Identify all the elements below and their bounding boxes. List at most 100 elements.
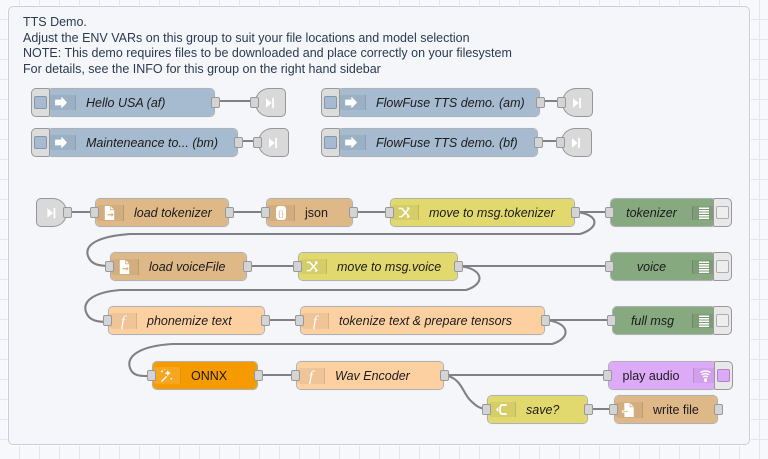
node-wav-encoder[interactable]: f Wav Encoder [291,361,449,390]
output-port[interactable] [584,404,593,415]
file-out-icon [615,401,643,418]
link-out-icon [265,97,274,108]
inject-trigger-button[interactable] [31,128,50,157]
node-label: write file [653,402,699,417]
input-port[interactable] [557,97,566,108]
output-port[interactable] [714,404,723,415]
node-label: Mainteneance to... (bm) [86,135,219,150]
speaker-waves-icon [693,368,716,383]
input-port[interactable] [385,207,394,218]
node-onnx[interactable]: ONNX [147,361,263,390]
output-port[interactable] [536,97,545,108]
arrow-right-icon [338,95,366,110]
input-port[interactable] [609,404,618,415]
node-move-to-msg-tokenizer[interactable]: move to msg.tokenizer [385,198,580,227]
input-port[interactable] [250,97,259,108]
node-label: json [305,205,328,220]
debug-toggle-button[interactable] [713,198,732,227]
input-port[interactable] [261,207,270,218]
node-label: voice [636,259,667,274]
input-port[interactable] [291,370,300,381]
input-port[interactable] [103,315,112,326]
node-link-out-3[interactable] [557,88,593,117]
node-load-tokenizer[interactable]: load tokenizer [90,198,234,227]
output-port[interactable] [541,315,550,326]
node-inject-hello-usa[interactable]: Hello USA (af) [31,88,220,117]
output-port[interactable] [225,207,234,218]
output-port[interactable] [349,207,358,218]
node-label: phonemize text [147,313,232,328]
input-port[interactable] [556,137,565,148]
node-inject-maintenance[interactable]: Mainteneance to... (bm) [31,128,243,157]
inject-trigger-button[interactable] [321,88,340,117]
output-port[interactable] [234,137,243,148]
function-f-icon: f [297,367,325,384]
output-port[interactable] [440,370,449,381]
node-link-out-1[interactable] [250,88,286,117]
svg-text:{}: {} [278,208,284,218]
inject-button-glyph [324,136,337,149]
link-out-icon [572,97,581,108]
node-inject-demo-bf[interactable]: FlowFuse TTS demo. (bf) [321,128,543,157]
input-port[interactable] [293,261,302,272]
input-port[interactable] [147,370,156,381]
node-load-voicefile[interactable]: load voiceFile [105,252,252,281]
input-port[interactable] [482,404,491,415]
arrow-right-icon [48,135,76,150]
output-port[interactable] [534,137,543,148]
node-label: FlowFuse TTS demo. (bf) [376,135,518,150]
node-label: move to msg.tokenizer [429,205,555,220]
node-label: tokenize text & prepare tensors [339,313,513,328]
link-in-icon [46,207,55,218]
group-note-text: TTS Demo. Adjust the ENV VARs on this gr… [23,15,512,76]
node-write-file[interactable]: write file [609,395,723,424]
debug-toggle-glyph [716,260,729,273]
inject-button-glyph [34,136,47,149]
input-port[interactable] [605,261,614,272]
input-port[interactable] [295,315,304,326]
input-port[interactable] [253,137,262,148]
debug-toggle-button[interactable] [713,252,732,281]
node-debug-tokenizer[interactable]: tokenizer [605,198,732,227]
node-tokenize-prepare-tensors[interactable]: f tokenize text & prepare tensors [295,306,550,335]
magic-wand-icon [153,367,181,384]
node-inject-demo-am[interactable]: FlowFuse TTS demo. (am) [321,88,545,117]
inject-trigger-button[interactable] [31,88,50,117]
node-link-out-2[interactable] [253,128,289,157]
output-port[interactable] [254,370,263,381]
node-debug-full-msg[interactable]: full msg [607,306,732,335]
node-debug-voice[interactable]: voice [605,252,732,281]
node-play-audio[interactable]: play audio [603,361,733,390]
file-in-icon [96,204,124,221]
node-save-switch[interactable]: save? [482,395,593,424]
input-port[interactable] [607,315,616,326]
json-braces-icon: {} [267,204,295,221]
node-move-to-msg-voice[interactable]: move to msg.voice [293,252,463,281]
input-port[interactable] [105,261,114,272]
debug-toggle-button[interactable] [713,306,732,335]
input-port[interactable] [605,207,614,218]
debug-lines-icon [692,205,715,220]
output-port[interactable] [211,97,220,108]
node-json[interactable]: {} json [261,198,358,227]
audio-button-glyph [717,369,730,382]
output-port[interactable] [571,207,580,218]
input-port[interactable] [90,207,99,218]
node-label: Wav Encoder [335,368,410,383]
input-port[interactable] [603,370,612,381]
node-link-in[interactable] [36,198,72,227]
inject-trigger-button[interactable] [321,128,340,157]
node-link-out-4[interactable] [556,128,592,157]
node-phonemize-text[interactable]: f phonemize text [103,306,270,335]
audio-play-button[interactable] [714,361,733,390]
output-port[interactable] [261,315,270,326]
node-label: tokenizer [626,205,677,220]
output-port[interactable] [243,261,252,272]
function-f-icon: f [301,312,329,329]
output-port[interactable] [454,261,463,272]
node-label: move to msg.voice [337,259,442,274]
function-f-icon: f [109,312,137,329]
output-port[interactable] [63,207,72,218]
svg-text:f: f [308,369,314,384]
